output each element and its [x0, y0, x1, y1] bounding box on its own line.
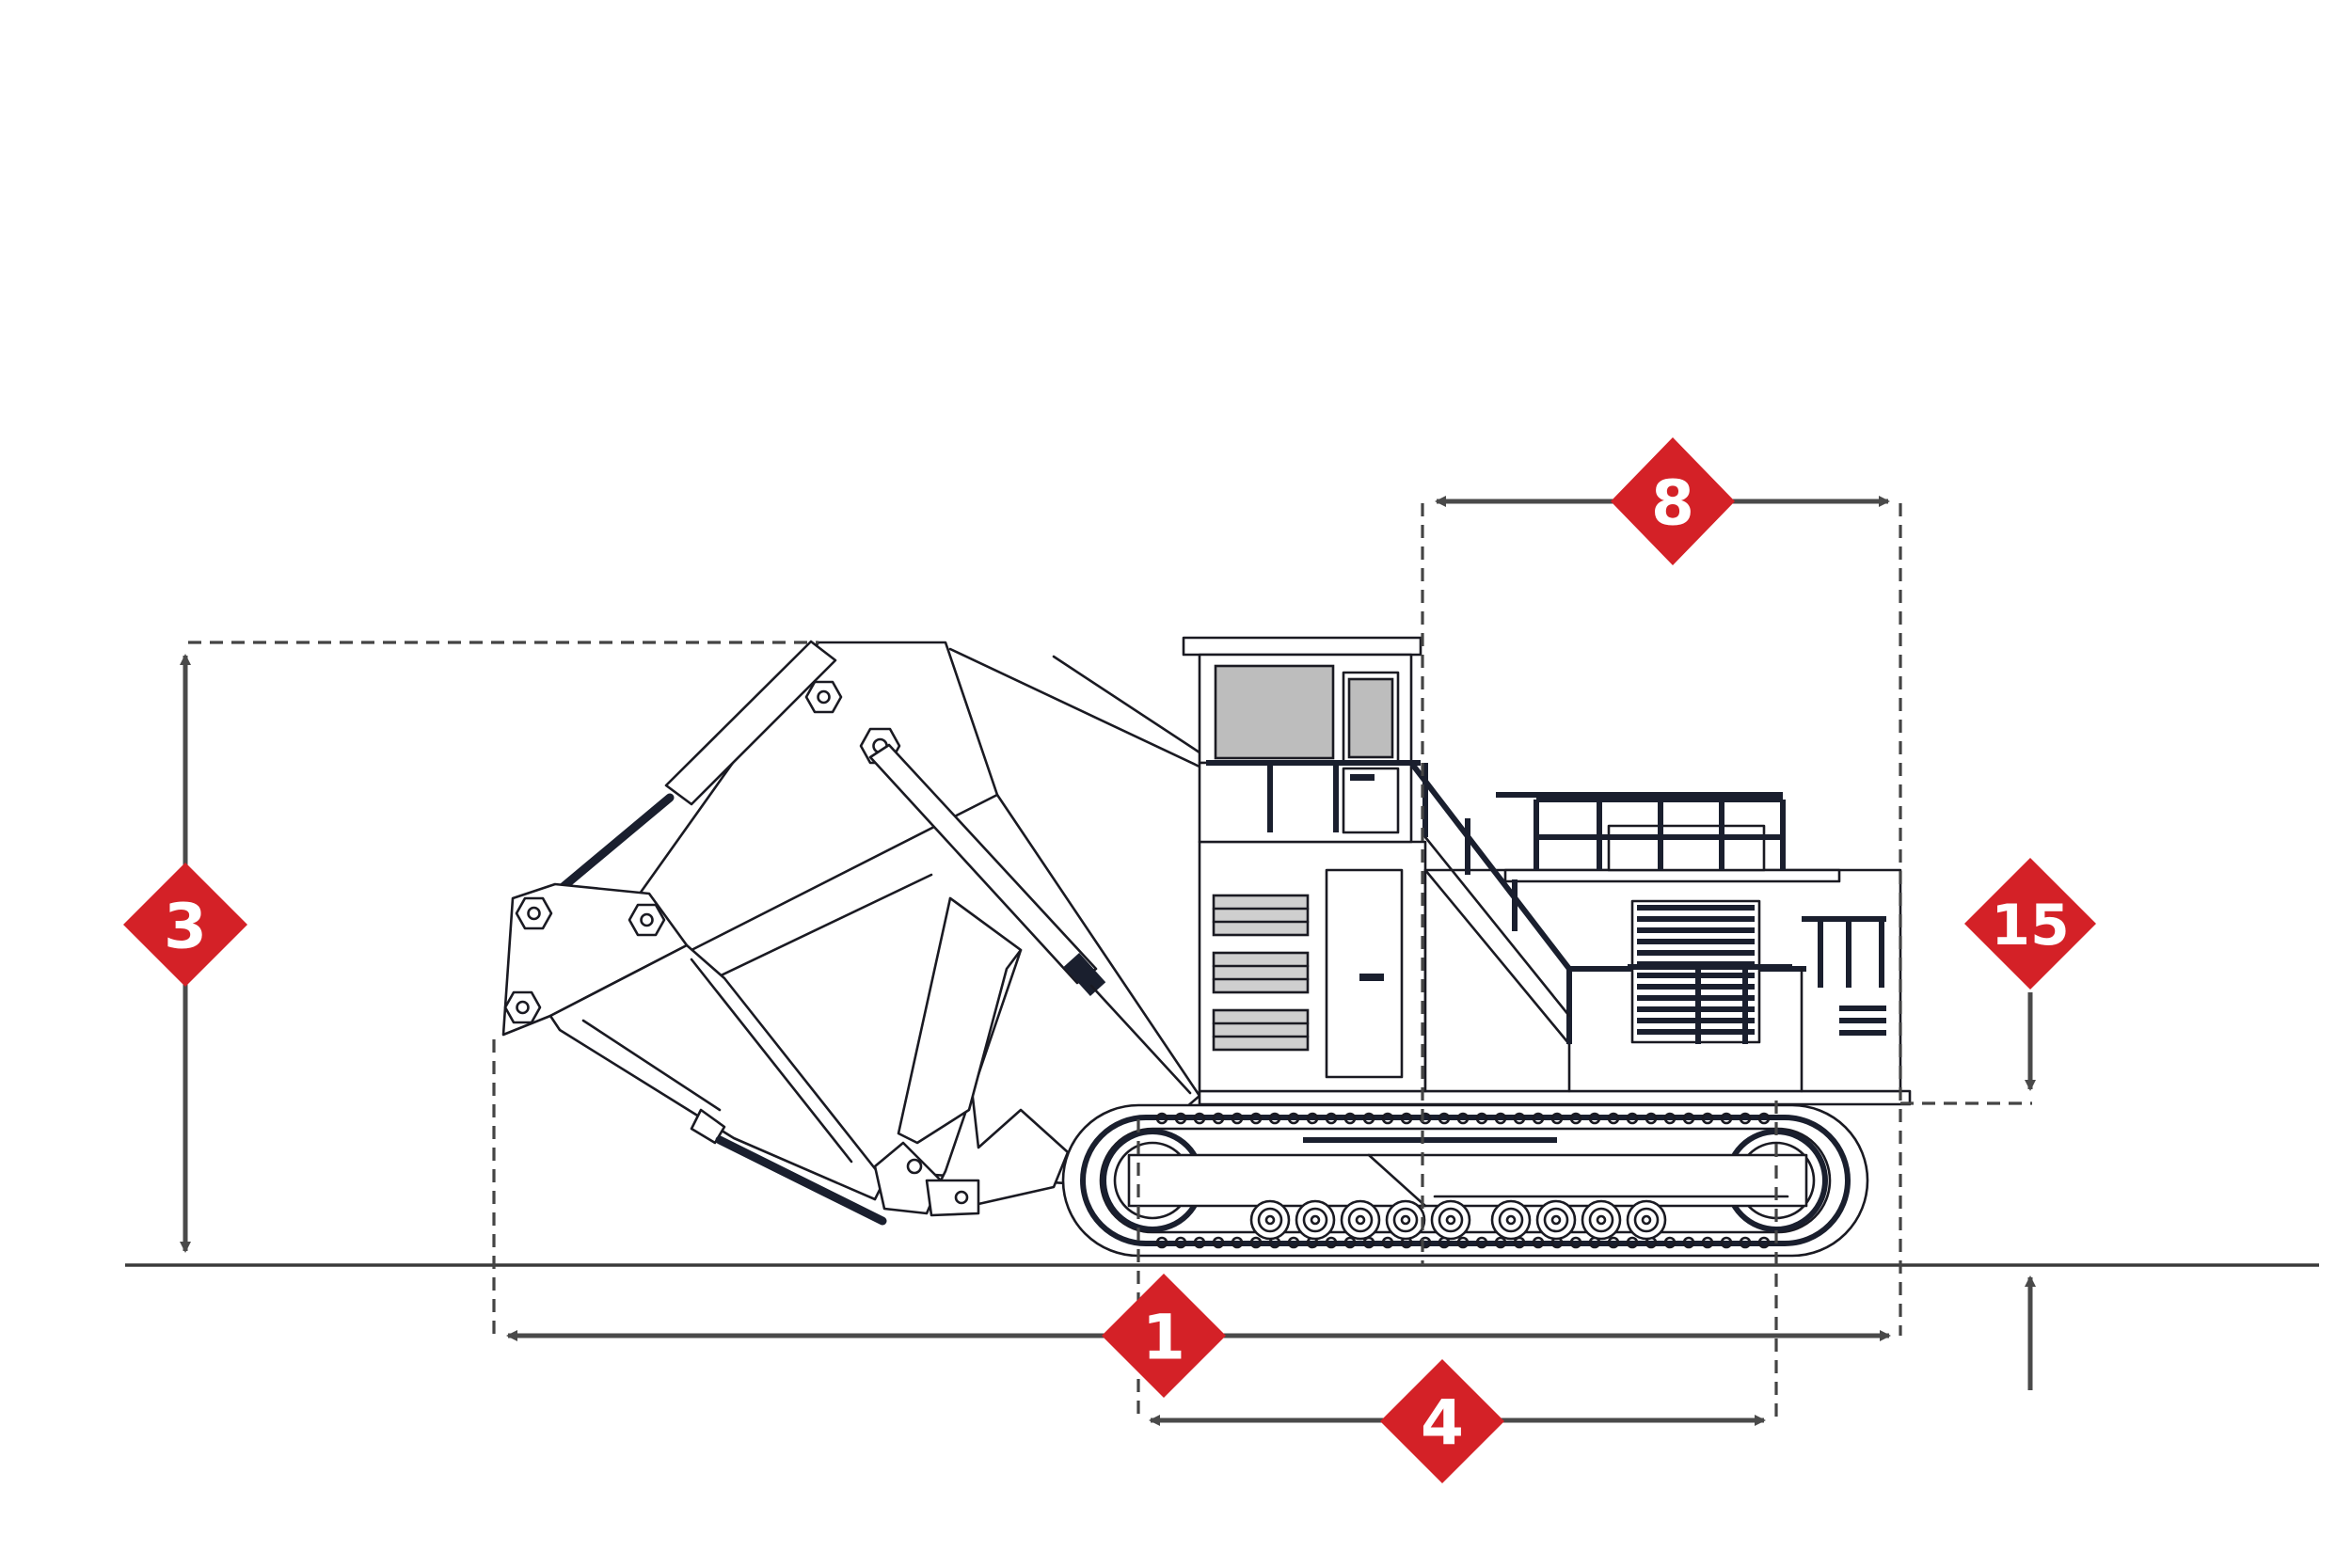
- crawler-track: [1061, 1103, 1869, 1258]
- access-stairs: [1408, 761, 1886, 1044]
- side-vents: [1212, 894, 1310, 1052]
- badge-4-label: 4: [1421, 1387, 1464, 1460]
- stick-cylinder: [690, 1108, 887, 1226]
- road-wheels: [1249, 1199, 1667, 1241]
- badge-1-label: 1: [1142, 1302, 1185, 1374]
- badge-4: 4: [1380, 1359, 1504, 1483]
- badge-1: 1: [1102, 1274, 1226, 1398]
- superstructure: [1198, 824, 1912, 1106]
- cab-window: [1214, 664, 1335, 760]
- badge-15-label: 15: [1991, 893, 2070, 958]
- track-chain-links: [1155, 1112, 1771, 1249]
- bucket: [873, 896, 1070, 1217]
- badge-3-label: 3: [164, 891, 207, 963]
- operator-cab: [1182, 636, 1422, 844]
- badge-3: 3: [123, 863, 247, 987]
- badge-8-label: 8: [1651, 467, 1694, 540]
- excavator-drawing: [501, 636, 1912, 1258]
- bucket-cylinder: [868, 743, 1192, 1095]
- badge-15: 15: [1964, 858, 2096, 990]
- badge-8: 8: [1611, 437, 1735, 565]
- boom-cylinder: [550, 640, 837, 898]
- pin-bosses: [503, 680, 901, 1024]
